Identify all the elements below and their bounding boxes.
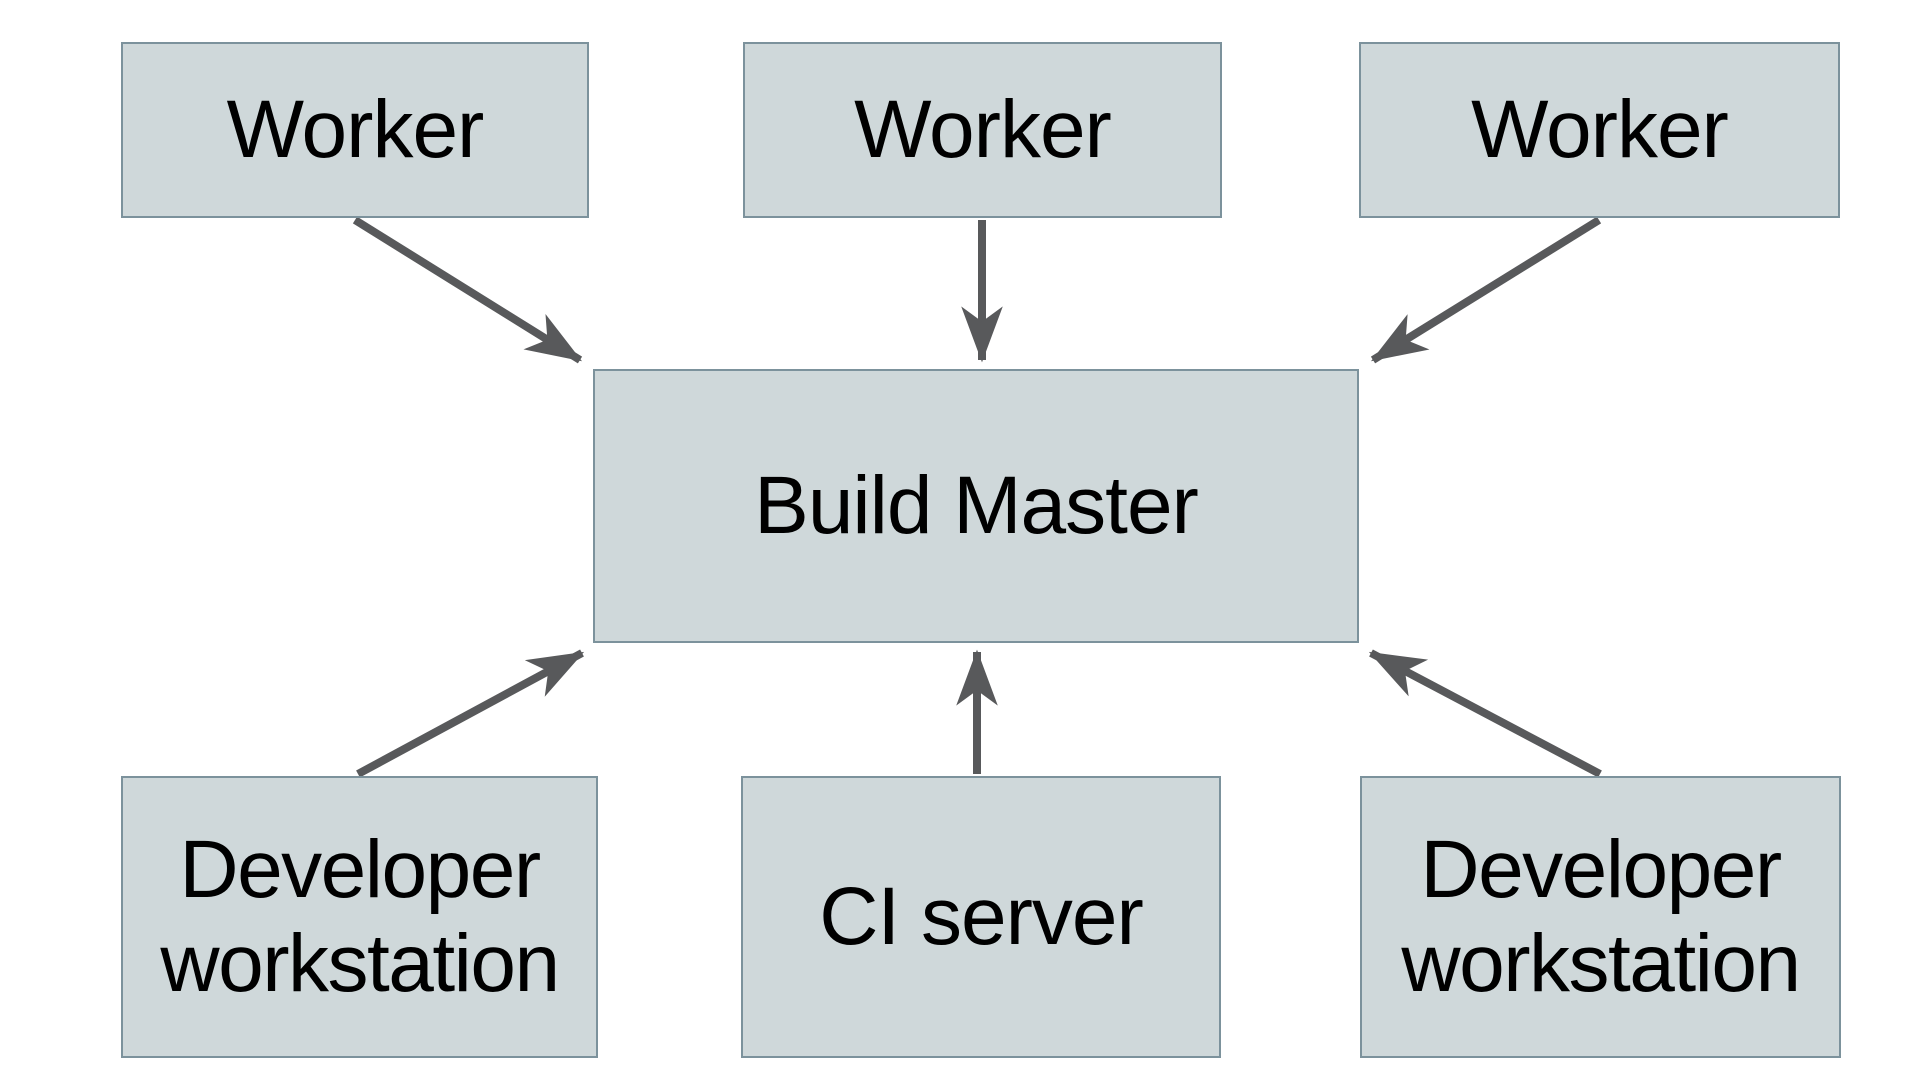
node-worker-3: Worker — [1359, 42, 1840, 218]
node-worker-3-label: Worker — [1471, 83, 1729, 175]
node-worker-2-label: Worker — [854, 83, 1112, 175]
node-worker-1-label: Worker — [226, 83, 485, 175]
edge-worker3-to-build-master — [1370, 216, 1602, 364]
node-dev-workstation-2: Developer workstation — [1360, 776, 1841, 1058]
node-ci-server: CI server — [741, 776, 1221, 1058]
node-worker-2: Worker — [743, 42, 1222, 218]
node-worker-1: Worker — [121, 42, 589, 218]
node-dev-workstation-1-label: Developer workstation — [160, 823, 560, 1009]
edge-dev-workstation2-to-build-master — [1368, 649, 1602, 778]
node-build-master: Build Master — [593, 369, 1359, 643]
edge-worker1-to-build-master — [352, 216, 583, 364]
edge-dev-workstation1-to-build-master — [356, 649, 585, 778]
node-ci-server-label: CI server — [819, 870, 1144, 962]
node-dev-workstation-1: Developer workstation — [121, 776, 598, 1058]
node-dev-workstation-2-label: Developer workstation — [1401, 823, 1801, 1009]
node-build-master-label: Build Master — [754, 459, 1199, 551]
